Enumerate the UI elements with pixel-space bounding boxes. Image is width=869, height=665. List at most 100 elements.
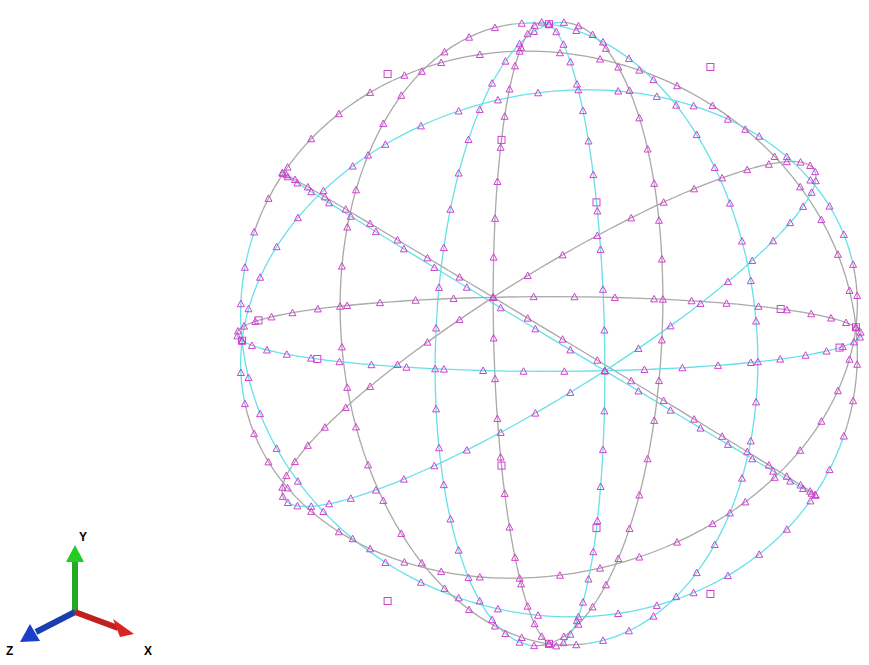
node-marker <box>255 317 262 324</box>
triangle-marker <box>589 603 596 610</box>
mesh-edge <box>285 476 287 480</box>
mesh-edge <box>616 378 627 385</box>
triangle-marker <box>516 48 523 55</box>
triangle-marker <box>840 433 847 440</box>
mesh-edge <box>622 74 626 82</box>
triangle-marker <box>770 237 777 244</box>
mesh-edge <box>851 401 854 413</box>
mesh-edge <box>505 304 516 311</box>
triangle-marker <box>553 28 560 35</box>
triangle-marker <box>601 367 608 374</box>
triangle-marker <box>344 302 351 309</box>
mesh-edge <box>486 28 495 31</box>
triangle-marker <box>532 410 539 417</box>
mesh-edge <box>705 110 717 114</box>
node-marker <box>498 462 505 469</box>
triangle-marker <box>697 300 704 307</box>
mesh-edge <box>265 425 271 437</box>
mesh-edge <box>320 519 329 526</box>
mesh-edge <box>762 164 769 166</box>
triangle-marker <box>239 337 246 344</box>
triangle-marker <box>567 631 574 638</box>
node-marker <box>546 21 553 28</box>
mesh-edge <box>414 471 424 476</box>
triangle-marker <box>436 444 443 451</box>
mesh-edge <box>650 433 652 446</box>
mesh-edge <box>735 502 746 510</box>
mesh-edge <box>245 404 248 414</box>
z-arrowhead <box>20 624 40 642</box>
mesh-edge <box>265 257 271 267</box>
mesh-edge <box>656 195 658 207</box>
triangle-marker <box>455 170 462 177</box>
mesh-edge <box>467 297 480 299</box>
mesh-edge <box>343 240 345 253</box>
mesh-edge <box>751 281 753 294</box>
mesh-edge <box>539 644 544 646</box>
triangle-marker <box>783 158 790 165</box>
mesh-edge <box>360 440 364 453</box>
triangle-marker <box>400 476 407 483</box>
triangle-marker <box>237 300 244 307</box>
mesh-edge <box>852 303 854 315</box>
mesh-edge <box>574 242 586 249</box>
triangle-marker <box>711 541 718 548</box>
mesh-edge <box>495 194 497 206</box>
mesh-edge <box>493 352 495 366</box>
triangle-marker <box>291 458 298 465</box>
mesh-edge <box>803 501 810 511</box>
triangle-marker <box>450 295 457 302</box>
triangle-marker <box>797 183 804 190</box>
mesh-edge <box>657 368 670 370</box>
triangle-marker <box>709 102 716 109</box>
triangle-marker <box>531 642 538 649</box>
mesh-edge <box>649 398 660 404</box>
mesh-edge <box>495 392 497 405</box>
triangle-marker <box>852 324 859 331</box>
mesh-edge <box>428 298 441 300</box>
mesh-edge <box>602 450 604 463</box>
mesh-edge <box>760 247 767 254</box>
triangle-marker <box>382 559 389 566</box>
mesh-edge <box>633 507 636 518</box>
triangle-marker <box>797 447 804 454</box>
triangle-marker <box>600 38 607 45</box>
triangle-marker <box>755 303 762 310</box>
mesh-edge <box>445 274 456 281</box>
triangle-marker <box>818 216 825 223</box>
mesh-edge <box>818 315 825 317</box>
mesh-edge <box>445 588 453 596</box>
mesh-edge <box>457 369 470 371</box>
mesh-edge <box>739 170 747 172</box>
triangle-marker <box>489 80 496 87</box>
triangle-marker <box>660 397 667 404</box>
mesh-edge <box>719 282 728 289</box>
triangle-marker <box>674 539 681 546</box>
triangle-marker <box>492 375 499 382</box>
triangle-marker <box>852 324 859 331</box>
mesh-edge <box>303 139 311 148</box>
triangle-marker <box>553 642 560 649</box>
mesh-edge <box>691 304 701 311</box>
mesh-edge <box>244 353 246 365</box>
mesh-edge <box>260 318 265 320</box>
triangle-marker <box>367 89 374 96</box>
triangle-marker <box>273 243 280 250</box>
mesh-edge <box>302 506 307 507</box>
triangle-marker <box>660 199 667 206</box>
triangle-marker <box>279 169 286 176</box>
triangle-marker <box>494 178 501 185</box>
triangle-marker <box>589 31 596 38</box>
triangle-marker <box>279 170 286 177</box>
triangle-marker <box>808 189 815 196</box>
mesh-edge <box>573 571 586 573</box>
mesh-edge <box>508 89 510 98</box>
triangle-marker <box>749 257 756 264</box>
y-axis <box>72 560 78 612</box>
mesh-edge <box>401 533 408 543</box>
triangle-marker <box>524 272 531 279</box>
mesh-edge <box>648 149 650 160</box>
triangle-marker <box>476 573 483 580</box>
mesh-edge <box>340 320 342 334</box>
mesh-edge <box>448 209 450 222</box>
